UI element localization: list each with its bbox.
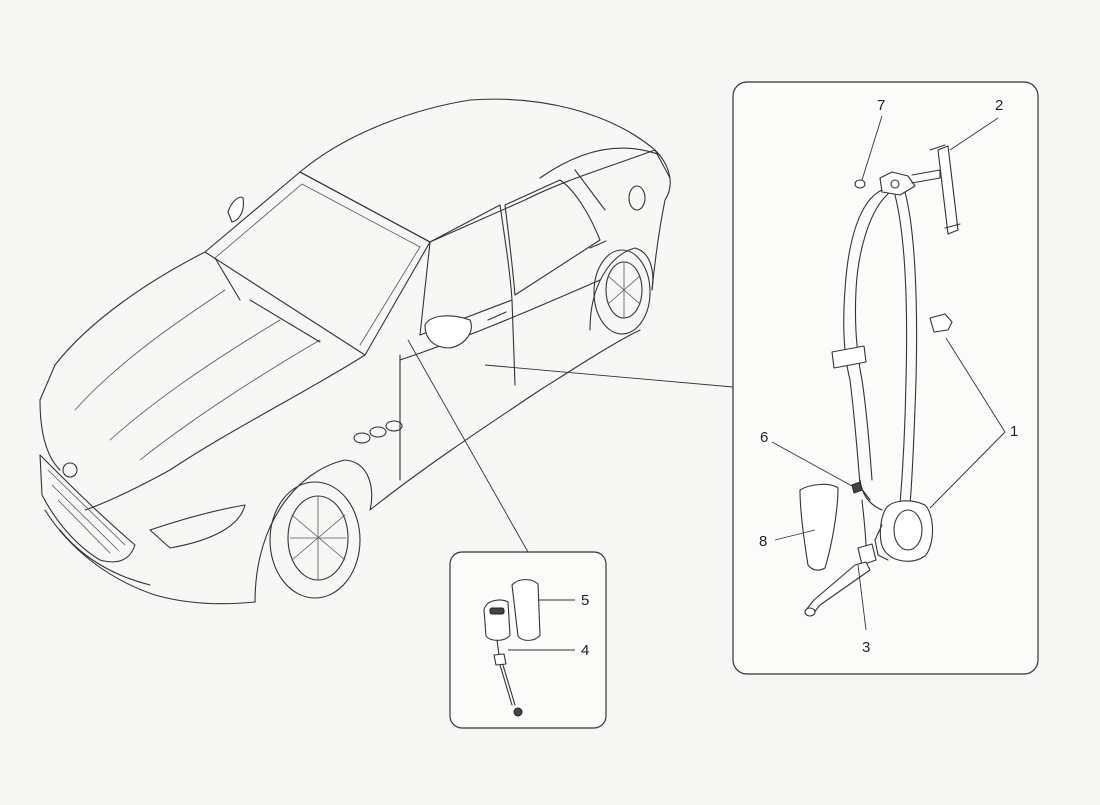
connector-line-main [484, 364, 734, 388]
callout-3: 3 [862, 639, 870, 656]
leader-lines [508, 115, 1006, 651]
car-illustration [39, 98, 671, 605]
seatbelt-assembly [799, 144, 961, 617]
callout-2: 2 [995, 97, 1003, 114]
callout-8: 8 [759, 533, 767, 550]
callout-5: 5 [581, 592, 589, 609]
connector-line-buckle [407, 339, 529, 553]
callout-4: 4 [581, 642, 589, 659]
callout-7: 7 [877, 97, 885, 114]
seatbelt-detail-panel [732, 81, 1039, 675]
callout-6: 6 [760, 429, 768, 446]
callout-1: 1 [1010, 423, 1018, 440]
buckle-assembly [483, 579, 541, 717]
